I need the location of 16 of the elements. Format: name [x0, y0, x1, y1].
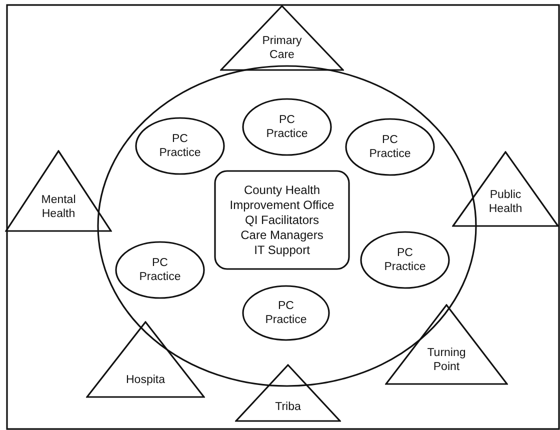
- node-label: IT Support: [253, 242, 311, 258]
- node-label: Triba: [274, 400, 302, 414]
- node-label: PC Practice: [383, 246, 427, 274]
- node-label: PC Practice: [138, 256, 182, 284]
- node-label: Care Managers: [240, 228, 324, 242]
- node-label: PC Practice: [264, 299, 308, 327]
- node-label: Primary Care: [261, 34, 303, 62]
- node-label: Hospita: [125, 373, 166, 388]
- node-label: PC Practice: [265, 113, 309, 141]
- node-label: PC Practice: [368, 133, 412, 161]
- node-label: QI Facilitators: [244, 212, 320, 228]
- node-label: County Health Improvement Office: [228, 182, 336, 212]
- node-label: Public Health: [488, 188, 524, 216]
- node-label: PC Practice: [158, 132, 202, 160]
- node-label: Mental Health: [40, 192, 77, 221]
- node-label: Turning Point: [426, 346, 467, 374]
